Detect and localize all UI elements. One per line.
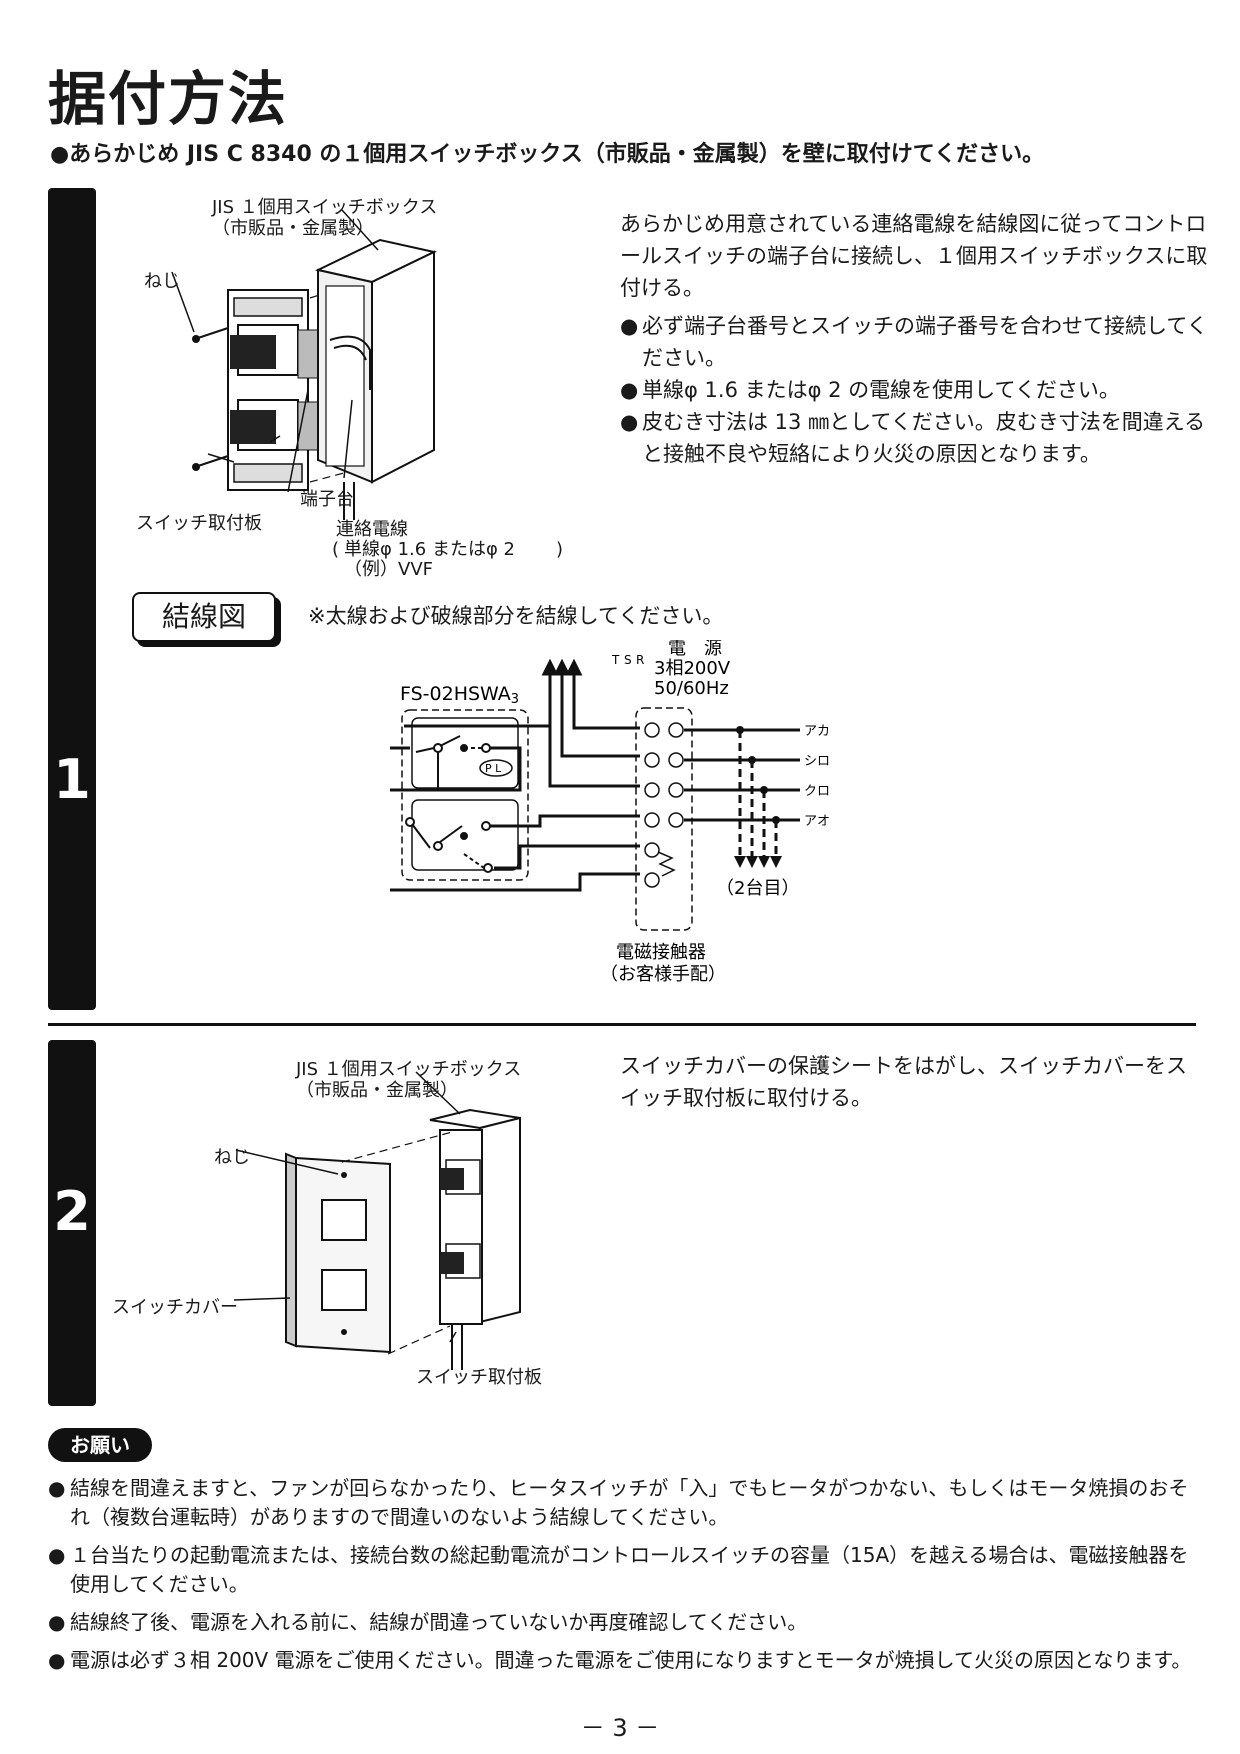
bullet-icon: ●	[48, 1610, 66, 1634]
screw-icon	[192, 327, 229, 471]
screw-label: ねじ	[144, 271, 180, 292]
plate-label: スイッチ取付板	[136, 513, 262, 534]
output-aka: アカ	[804, 724, 830, 739]
step2-box-label-line1: JIS １個用スイッチボックス	[296, 1059, 522, 1080]
power-voltage: 3相200V	[654, 658, 731, 679]
switch-top	[411, 717, 519, 789]
output-ao: アオ	[804, 814, 830, 829]
page-title: 据付方法	[48, 65, 289, 133]
step2-plate-label: スイッチ取付板	[416, 1367, 542, 1388]
step-1-number: 1	[53, 748, 91, 811]
switch-cover	[285, 1152, 391, 1354]
switch-unit-outline	[401, 709, 529, 881]
output-shiro: シロ	[804, 754, 830, 769]
page-number: － 3 －	[580, 1714, 660, 1742]
step2-instructions: スイッチカバーの保護シートをはがし、スイッチカバーをスイッチ取付板に取付ける。	[620, 1050, 1200, 1114]
intro-note: ●あらかじめ JIS C 8340 の１個用スイッチボックス（市販品・金属製）を…	[50, 142, 1045, 167]
wire-spec-line1: 単線φ 1.6 またはφ 2	[344, 539, 515, 560]
list-item: ●電源は必ず３相 200V 電源をご使用ください。間違った電源をご使用になります…	[48, 1646, 1203, 1675]
notice-list: ●結線を間違えますと、ファンが回らなかったり、ヒータスイッチが「入」でもヒータが…	[48, 1474, 1203, 1684]
step1-bullet-list: ●必ず端子台番号とスイッチの端子番号を合わせて接続してください。 ●単線φ 1.…	[620, 310, 1210, 470]
wiring-note: ※太線および破線部分を結線してください。	[308, 604, 724, 628]
bullet-icon: ●	[48, 1543, 66, 1567]
step2-main-text: スイッチカバーの保護シートをはがし、スイッチカバーをスイッチ取付板に取付ける。	[620, 1054, 1187, 1110]
switch-bottom	[411, 799, 519, 871]
power-label: 電 源	[668, 640, 722, 659]
installed-switch	[429, 1108, 521, 1370]
model-label: FS-02HSWA3	[400, 683, 519, 707]
list-item: ●皮むき寸法は 13 ㎜としてください。皮むき寸法を間違えると接触不良や短絡によ…	[620, 406, 1210, 470]
output-kuro: クロ	[804, 784, 830, 799]
power-frequency: 50/60Hz	[654, 678, 729, 699]
step-2-bar: 2	[48, 1040, 96, 1406]
section-divider	[48, 1023, 1196, 1026]
wire-spec-line2: （例）VVF	[344, 559, 433, 580]
bullet-icon: ●	[48, 1648, 66, 1672]
step1-instructions: あらかじめ用意されている連絡電線を結線図に従ってコントロールスイッチの端子台に接…	[620, 208, 1210, 470]
notice-label: お願い	[48, 1428, 152, 1462]
list-item: ●結線終了後、電源を入れる前に、結線が間違っていないか再度確認してください。	[48, 1608, 1203, 1637]
phase-r: R	[636, 653, 644, 667]
pilot-lamp-label: P L	[485, 762, 502, 775]
wire-title: 連絡電線	[336, 519, 408, 540]
second-unit-label: （2台目）	[716, 878, 799, 899]
list-item: ●１台当たりの起動電流または、接続台数の総起動電流がコントロールスイッチの容量（…	[48, 1543, 1189, 1596]
contactor-label: 電磁接触器	[616, 942, 706, 963]
coil-icon	[657, 851, 676, 877]
wiring-diagram-label: 結線図	[132, 592, 276, 642]
box-label-line1: JIS １個用スイッチボックス	[212, 197, 438, 218]
pilot-lamp-icon	[479, 759, 513, 777]
step2-box-label-line2: （市販品・金属製）	[296, 1080, 458, 1101]
switch-mount-plate	[227, 289, 321, 491]
step2-screw-label: ねじ	[214, 1147, 250, 1168]
phase-s: S	[624, 653, 632, 667]
bullet-icon: ●	[620, 314, 639, 338]
box-label-line2: （市販品・金属製）	[212, 218, 374, 239]
wiring-diagram: FS-02HSWA3 T S R 電 源 3相200V 50/60Hz P L	[390, 640, 830, 985]
switch-box	[314, 238, 438, 520]
terminal-label: 端子台	[300, 489, 354, 510]
list-item: ●結線を間違えますと、ファンが回らなかったり、ヒータスイッチが「入」でもヒータが…	[48, 1476, 1189, 1529]
list-item: ●必ず端子台番号とスイッチの端子番号を合わせて接続してください。	[620, 310, 1210, 374]
step-1-bar: 1	[48, 188, 96, 1010]
wire-spec-bracket: (	[332, 539, 340, 560]
step-2-number: 2	[53, 1180, 91, 1243]
phase-t: T	[611, 653, 620, 667]
bullet-icon: ●	[620, 410, 639, 434]
step2-cover-figure	[233, 1071, 521, 1370]
step1-main-text: あらかじめ用意されている連絡電線を結線図に従ってコントロールスイッチの端子台に接…	[620, 212, 1208, 300]
bullet-icon: ●	[48, 1476, 66, 1500]
step1-install-figure	[171, 209, 438, 520]
list-item: ●単線φ 1.6 またはφ 2 の電線を使用してください。	[620, 374, 1210, 406]
contactor-note: （お客様手配）	[600, 964, 726, 985]
wire-spec-bracket-close: )	[556, 539, 564, 560]
bullet-icon: ●	[620, 378, 639, 402]
step2-cover-label: スイッチカバー	[112, 1297, 238, 1318]
